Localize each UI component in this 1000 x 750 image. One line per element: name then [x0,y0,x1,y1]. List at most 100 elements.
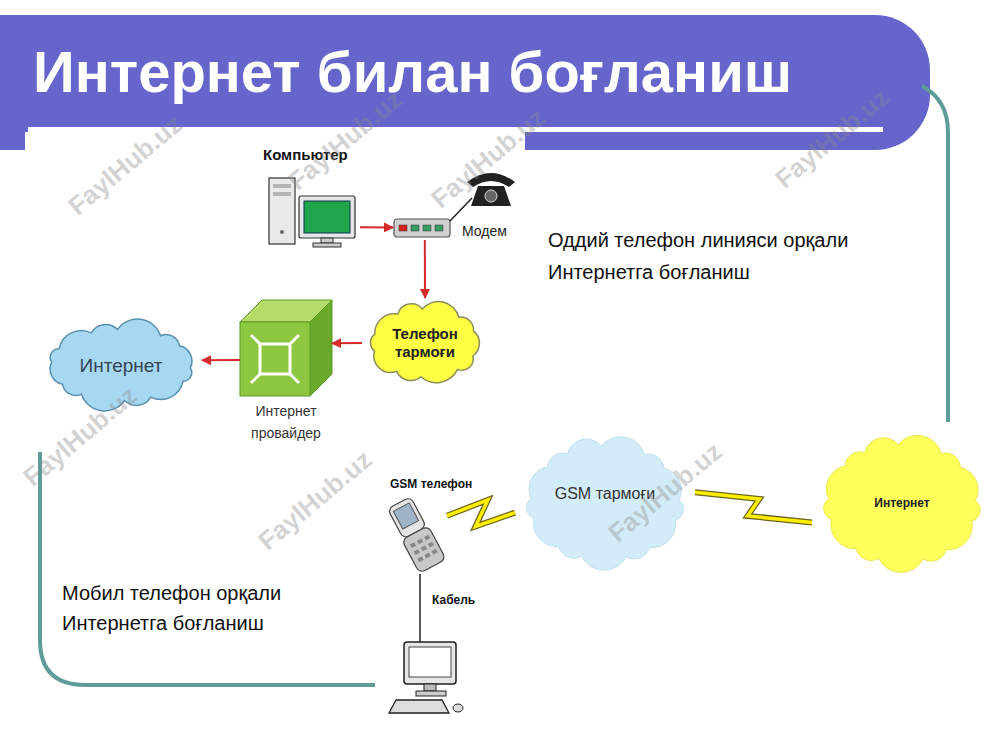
bolt-outline [447,500,515,527]
telephone-handset [467,173,515,187]
arrow-line [360,226,393,228]
bolt-fill [447,500,515,527]
node-label: GSM тармоғи [515,483,695,502]
node-shape [515,430,695,575]
watermark: FaylHub.uz [425,102,551,214]
watermark: FaylHub.uz [62,109,188,221]
router-arrow [290,335,299,344]
drive-slot [273,192,291,196]
flow-arrow [202,360,240,361]
watermark: FaylHub.uz [252,444,378,556]
node-shape [383,497,447,572]
monitor-frame [404,642,456,684]
frame-line [922,86,948,422]
monitor-screen [304,201,350,233]
caption-note: Мобил телефон орқали Интернетга боғланиш [62,578,352,638]
router-arrow [290,374,299,383]
title-underline [28,127,883,132]
modem-node: Модем [393,215,453,240]
phone-key [414,549,420,555]
phone-key [410,542,416,548]
arrow-line [202,359,240,361]
caption-note: Оддий телефон линияси орқали Интернетга … [548,224,898,288]
tower-case [269,178,295,244]
wireless-link [695,492,812,522]
phone-key [424,535,430,541]
router-symbol [260,344,290,374]
modem-body [394,219,450,237]
phone-body [402,526,446,574]
watermark: FaylHub.uz [17,380,143,492]
modem-led [399,225,407,231]
node-shape [265,172,360,252]
gsm-network-cloud: GSM тармоғи [515,430,695,575]
monitor-screen [409,647,451,677]
phone-key [424,553,430,559]
drive-slot [273,184,291,188]
telephone-base [471,186,511,206]
cloud-shape [526,437,683,570]
cloud-shape [824,435,980,572]
flow-arrow [424,240,425,298]
computer-node: Компьютер [265,172,360,252]
modem-led [423,225,431,231]
title-banner [0,15,930,150]
computer-icon [389,642,463,713]
node-shape [40,318,202,412]
mouse [453,704,463,712]
network-cloud: Телефон тармоғи [362,298,488,388]
telephone-icon [467,173,515,206]
power-button [280,230,284,234]
node-shape [362,298,488,388]
node-label: Интернет провайдер [236,400,336,444]
cloud-shape [50,319,192,411]
cable-label: Кабель [432,593,475,607]
phone-key [428,542,434,548]
phone-screen [393,503,418,529]
cloud-shape [370,301,479,382]
internet-cloud: Интернет [40,318,202,412]
watermark: FaylHub.uz [602,436,728,548]
node-label: Интернет [40,354,202,377]
modem-led [411,225,419,231]
router-arrow [251,374,260,383]
internet-cloud: Интернет [812,428,992,578]
monitor-stand [321,238,333,243]
provider-node: Интернет провайдер [240,300,332,396]
bolt-fill [695,492,812,522]
telephone-dial [485,190,497,202]
arrow-line [424,240,426,298]
flow-arrow [360,227,393,228]
node-shape [393,215,453,240]
node-label: Интернет [812,496,992,510]
node-label: GSM телефон [390,477,510,491]
cube-side [310,300,332,396]
monitor-frame [299,196,355,238]
node-label: Компьютер [263,146,393,164]
phone-cord [449,198,472,222]
watermark: FaylHub.uz [282,84,408,196]
router-arrow [251,335,260,344]
phone-key [432,549,438,555]
flow-arrow [332,343,362,344]
slide-title: Интернет билан боғланиш [33,43,792,101]
node-label: Телефон тармоғи [383,325,467,361]
cube-front [240,322,310,396]
phone-key [417,556,423,562]
cube-top [240,300,332,322]
keyboard [389,700,449,713]
gsm-phone-node: GSM телефон [383,497,447,572]
banner-cutout [25,132,525,152]
modem-led [435,225,443,231]
watermark: FaylHub.uz [769,82,895,194]
node-shape [240,300,332,396]
monitor-stand [424,684,436,691]
wireless-link [447,500,515,527]
phone-key [417,538,423,544]
frame-line [40,452,375,685]
